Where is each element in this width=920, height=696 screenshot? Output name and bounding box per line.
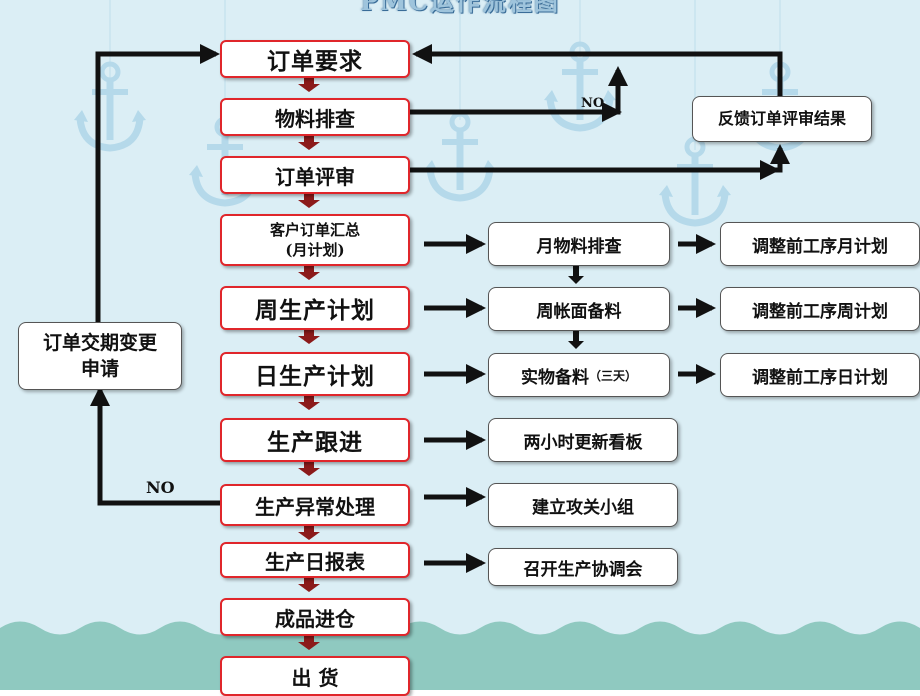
right-adjust-monthly: 调整前工序月计划 bbox=[720, 222, 920, 266]
step-label: 生产日报表 bbox=[265, 549, 365, 574]
mid-coordination-meeting: 召开生产协调会 bbox=[488, 548, 678, 586]
step-warehouse-entry: 成品进仓 bbox=[220, 598, 410, 636]
step-label: 客户订单汇总 bbox=[269, 221, 360, 239]
down-arrows bbox=[298, 78, 320, 650]
right-label: 调整前工序周计划 bbox=[752, 301, 888, 322]
step-label: 生产跟进 bbox=[267, 429, 363, 456]
step-sublabel: (月计划) bbox=[285, 241, 345, 259]
delivery-change-request: 订单交期变更 申请 bbox=[18, 322, 182, 390]
step-production-tracking: 生产跟进 bbox=[220, 418, 410, 462]
no-arrow-to-change bbox=[90, 386, 220, 506]
feedback-label: 反馈订单评审结果 bbox=[717, 109, 846, 128]
mid-label: 建立攻关小组 bbox=[532, 497, 634, 518]
mid-monthly-material-check: 月物料排查 bbox=[488, 222, 670, 266]
step-order-requirement: 订单要求 bbox=[220, 40, 410, 78]
mid-label: 实物备料 bbox=[520, 367, 589, 388]
right-adjust-daily: 调整前工序日计划 bbox=[720, 353, 920, 397]
right-label: 调整前工序日计划 bbox=[752, 367, 888, 388]
step-daily-report: 生产日报表 bbox=[220, 542, 410, 578]
mid-kanban-update: 两小时更新看板 bbox=[488, 418, 678, 462]
mid-label: 召开生产协调会 bbox=[523, 559, 643, 580]
right-adjust-weekly: 调整前工序周计划 bbox=[720, 287, 920, 331]
step-label: 成品进仓 bbox=[275, 606, 355, 631]
right-label: 调整前工序月计划 bbox=[752, 236, 888, 257]
mid-weekly-book-preparation: 周帐面备料 bbox=[488, 287, 670, 331]
step-shipping: 出 货 bbox=[220, 656, 410, 696]
step-label: 物料排查 bbox=[275, 106, 355, 131]
step-label: 订单要求 bbox=[267, 48, 363, 75]
no-label-exception: NO bbox=[146, 478, 175, 497]
feedback-review-result: 反馈订单评审结果 bbox=[692, 96, 872, 142]
step-exception-handling: 生产异常处理 bbox=[220, 484, 410, 526]
no-label-material: NO bbox=[581, 96, 605, 111]
change-request-line1: 订单交期变更 bbox=[42, 332, 157, 354]
step-label: 出 货 bbox=[291, 665, 339, 690]
step-order-review: 订单评审 bbox=[220, 156, 410, 194]
step-customer-order-summary: 客户订单汇总 (月计划) bbox=[220, 214, 410, 266]
step-material-check: 物料排查 bbox=[220, 98, 410, 136]
mid-label: 两小时更新看板 bbox=[523, 432, 643, 453]
step-label: 生产异常处理 bbox=[255, 494, 375, 519]
mid-physical-preparation: 实物备料（三天） bbox=[488, 353, 670, 397]
feedback-to-order-arrow bbox=[412, 44, 783, 96]
change-request-line2: 申请 bbox=[80, 358, 119, 380]
change-to-order-arrow bbox=[95, 44, 220, 322]
mid-task-force: 建立攻关小组 bbox=[488, 483, 678, 527]
mid-label: 周帐面备料 bbox=[536, 301, 622, 322]
step-weekly-plan: 周生产计划 bbox=[220, 286, 410, 330]
step-daily-plan: 日生产计划 bbox=[220, 352, 410, 396]
step-label: 周生产计划 bbox=[255, 297, 375, 324]
page-title: PMC运作流程图 bbox=[360, 0, 560, 16]
review-to-feedback-arrow bbox=[410, 144, 790, 173]
step-label: 日生产计划 bbox=[255, 363, 375, 390]
mid-note: （三天） bbox=[588, 368, 637, 383]
mid-label: 月物料排查 bbox=[536, 236, 622, 257]
step-label: 订单评审 bbox=[275, 164, 355, 189]
